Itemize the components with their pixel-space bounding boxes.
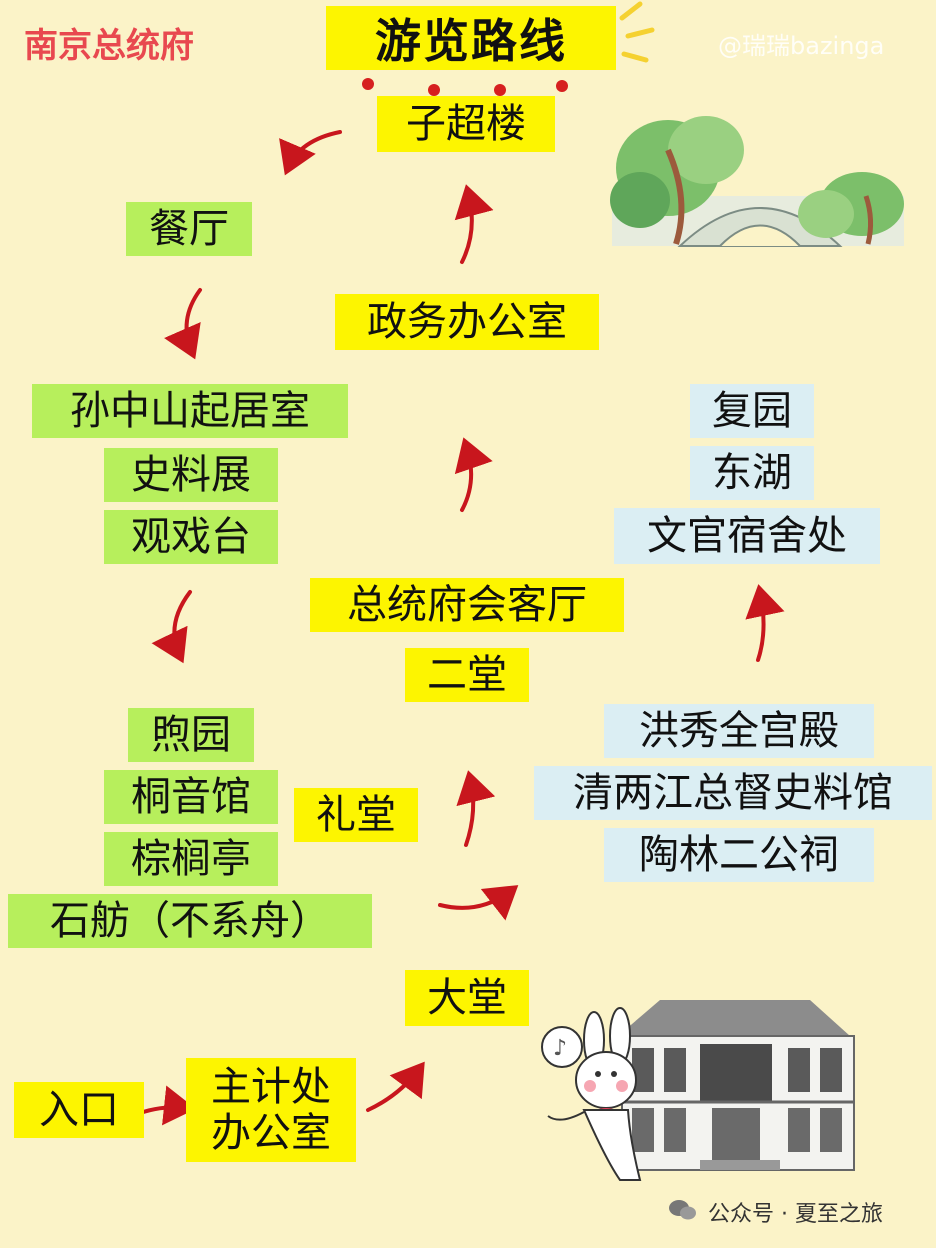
stop-entrance: 入口 bbox=[14, 1082, 144, 1138]
garden-illustration bbox=[610, 116, 904, 247]
arrow-green-down bbox=[151, 590, 192, 664]
arrow-blue-up bbox=[745, 584, 785, 662]
watermark: @瑞瑞bazinga bbox=[718, 32, 885, 60]
stop-taolin-shrine: 陶林二公祠 bbox=[604, 828, 874, 882]
footer: 公众号 · 夏至之旅 bbox=[670, 1196, 883, 1228]
wechat-icon bbox=[669, 1200, 696, 1220]
stop-accounting-office: 主计处 办公室 bbox=[186, 1058, 356, 1162]
stop-zichao-building: 子超楼 bbox=[377, 96, 555, 152]
footer-text: 公众号 · 夏至之旅 bbox=[708, 1202, 883, 1227]
decor-dot bbox=[556, 80, 568, 92]
stop-tongyin-pavilion: 桐音馆 bbox=[104, 770, 278, 824]
stop-second-hall: 二堂 bbox=[405, 648, 529, 702]
stop-liangjiang-museum: 清两江总督史料馆 bbox=[534, 766, 932, 820]
stop-restaurant: 餐厅 bbox=[126, 202, 252, 256]
sun-rays-decoration bbox=[619, 1, 655, 63]
arrow-up-to-gov bbox=[454, 437, 493, 512]
stop-reception-hall: 总统府会客厅 bbox=[310, 578, 624, 632]
arrow-zichao-to-restaurant bbox=[279, 130, 342, 176]
stop-history-exhibit: 史料展 bbox=[104, 448, 278, 502]
stop-civil-officials-dorm: 文官宿舍处 bbox=[614, 508, 880, 564]
stop-east-lake: 东湖 bbox=[690, 446, 814, 500]
accounting-office-line-1: 主计处 bbox=[211, 1064, 331, 1110]
bunny-illustration: ♪ bbox=[541, 1007, 642, 1181]
stop-gov-office: 政务办公室 bbox=[335, 294, 599, 350]
stop-fu-garden: 复园 bbox=[690, 384, 814, 438]
arrow-up-to-zichao bbox=[454, 184, 494, 264]
stop-palm-pavilion: 棕榈亭 bbox=[104, 832, 278, 886]
stop-hong-xiuquan-palace: 洪秀全宫殿 bbox=[604, 704, 874, 758]
accounting-office-line-2: 办公室 bbox=[211, 1110, 331, 1156]
page-title: 游览路线 bbox=[326, 6, 616, 70]
decor-dot bbox=[494, 84, 506, 96]
building-illustration bbox=[618, 1000, 855, 1171]
stop-main-hall: 大堂 bbox=[405, 970, 529, 1026]
decor-dot bbox=[362, 78, 374, 90]
arrow-up-to-second-hall bbox=[456, 770, 496, 847]
arrow-office-to-hall bbox=[366, 1061, 425, 1112]
svg-text:♪: ♪ bbox=[553, 1036, 567, 1061]
arrow-restaurant-down bbox=[164, 288, 202, 360]
stop-stone-boat: 石舫（不系舟） bbox=[8, 894, 372, 948]
arrow-hall-to-right bbox=[438, 885, 519, 921]
stop-opera-stage: 观戏台 bbox=[104, 510, 278, 564]
brand-title: 南京总统府 bbox=[24, 26, 194, 66]
stop-auditorium: 礼堂 bbox=[294, 788, 418, 842]
decor-dot bbox=[428, 84, 440, 96]
stop-xu-garden: 煦园 bbox=[128, 708, 254, 762]
stop-sun-yatsen-residence: 孙中山起居室 bbox=[32, 384, 348, 438]
